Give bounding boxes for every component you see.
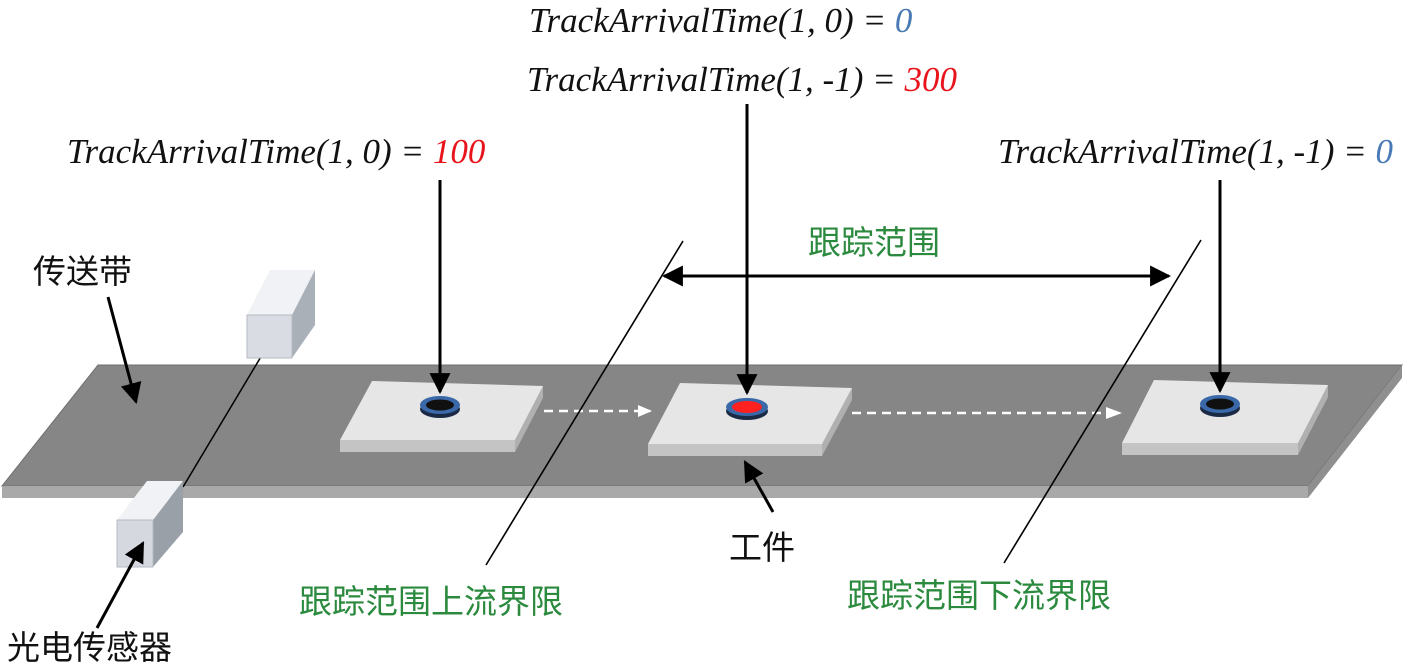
motion-arrow-2-head — [1106, 407, 1122, 419]
photo-sensor-far — [246, 270, 315, 359]
motion-arrow-1-head — [638, 405, 652, 417]
formula-center-bottom-expr: TrackArrivalTime(1, -1) = — [527, 60, 905, 99]
formula-center-bottom: TrackArrivalTime(1, -1) = 300 — [527, 62, 957, 97]
downstream-limit-label: 跟踪范围下流界限 — [847, 576, 1111, 615]
marker-left — [420, 396, 460, 418]
formula-right: TrackArrivalTime(1, -1) = 0 — [998, 134, 1393, 169]
conveyor-belt-front — [2, 486, 1308, 498]
formula-center-top: TrackArrivalTime(1, 0) = 0 — [529, 3, 912, 38]
upstream-limit-label: 跟踪范围上流界限 — [299, 582, 563, 621]
workpiece-label: 工件 — [729, 528, 795, 567]
marker-right — [1200, 395, 1240, 417]
marker-center — [726, 398, 768, 420]
upstream-limit-line — [485, 240, 684, 566]
formula-left-value: 100 — [432, 132, 486, 171]
formula-right-expr: TrackArrivalTime(1, -1) = — [998, 132, 1376, 171]
sensor-label: 光电传感器 — [7, 628, 172, 667]
workpiece-right — [1122, 380, 1328, 455]
formula-center-bottom-value: 300 — [904, 60, 957, 99]
formula-left-expr: TrackArrivalTime(1, 0) = — [67, 132, 433, 171]
sensor-callout-arrow — [95, 541, 145, 629]
conveyor-belt-side — [1308, 365, 1402, 498]
conveyor-callout-arrow — [106, 296, 142, 405]
formula-center-top-value: 0 — [894, 1, 913, 40]
photo-sensor-near — [116, 481, 183, 568]
conveyor-label: 传送带 — [33, 252, 132, 291]
formula-left: TrackArrivalTime(1, 0) = 100 — [67, 134, 485, 169]
workpiece-callout-arrow — [743, 460, 775, 513]
formula-center-top-expr: TrackArrivalTime(1, 0) = — [529, 1, 895, 40]
sensor-beam — [182, 354, 263, 488]
downstream-limit-line — [1003, 239, 1202, 564]
tracking-range-label: 跟踪范围 — [808, 223, 940, 262]
formula-right-value: 0 — [1375, 132, 1393, 171]
